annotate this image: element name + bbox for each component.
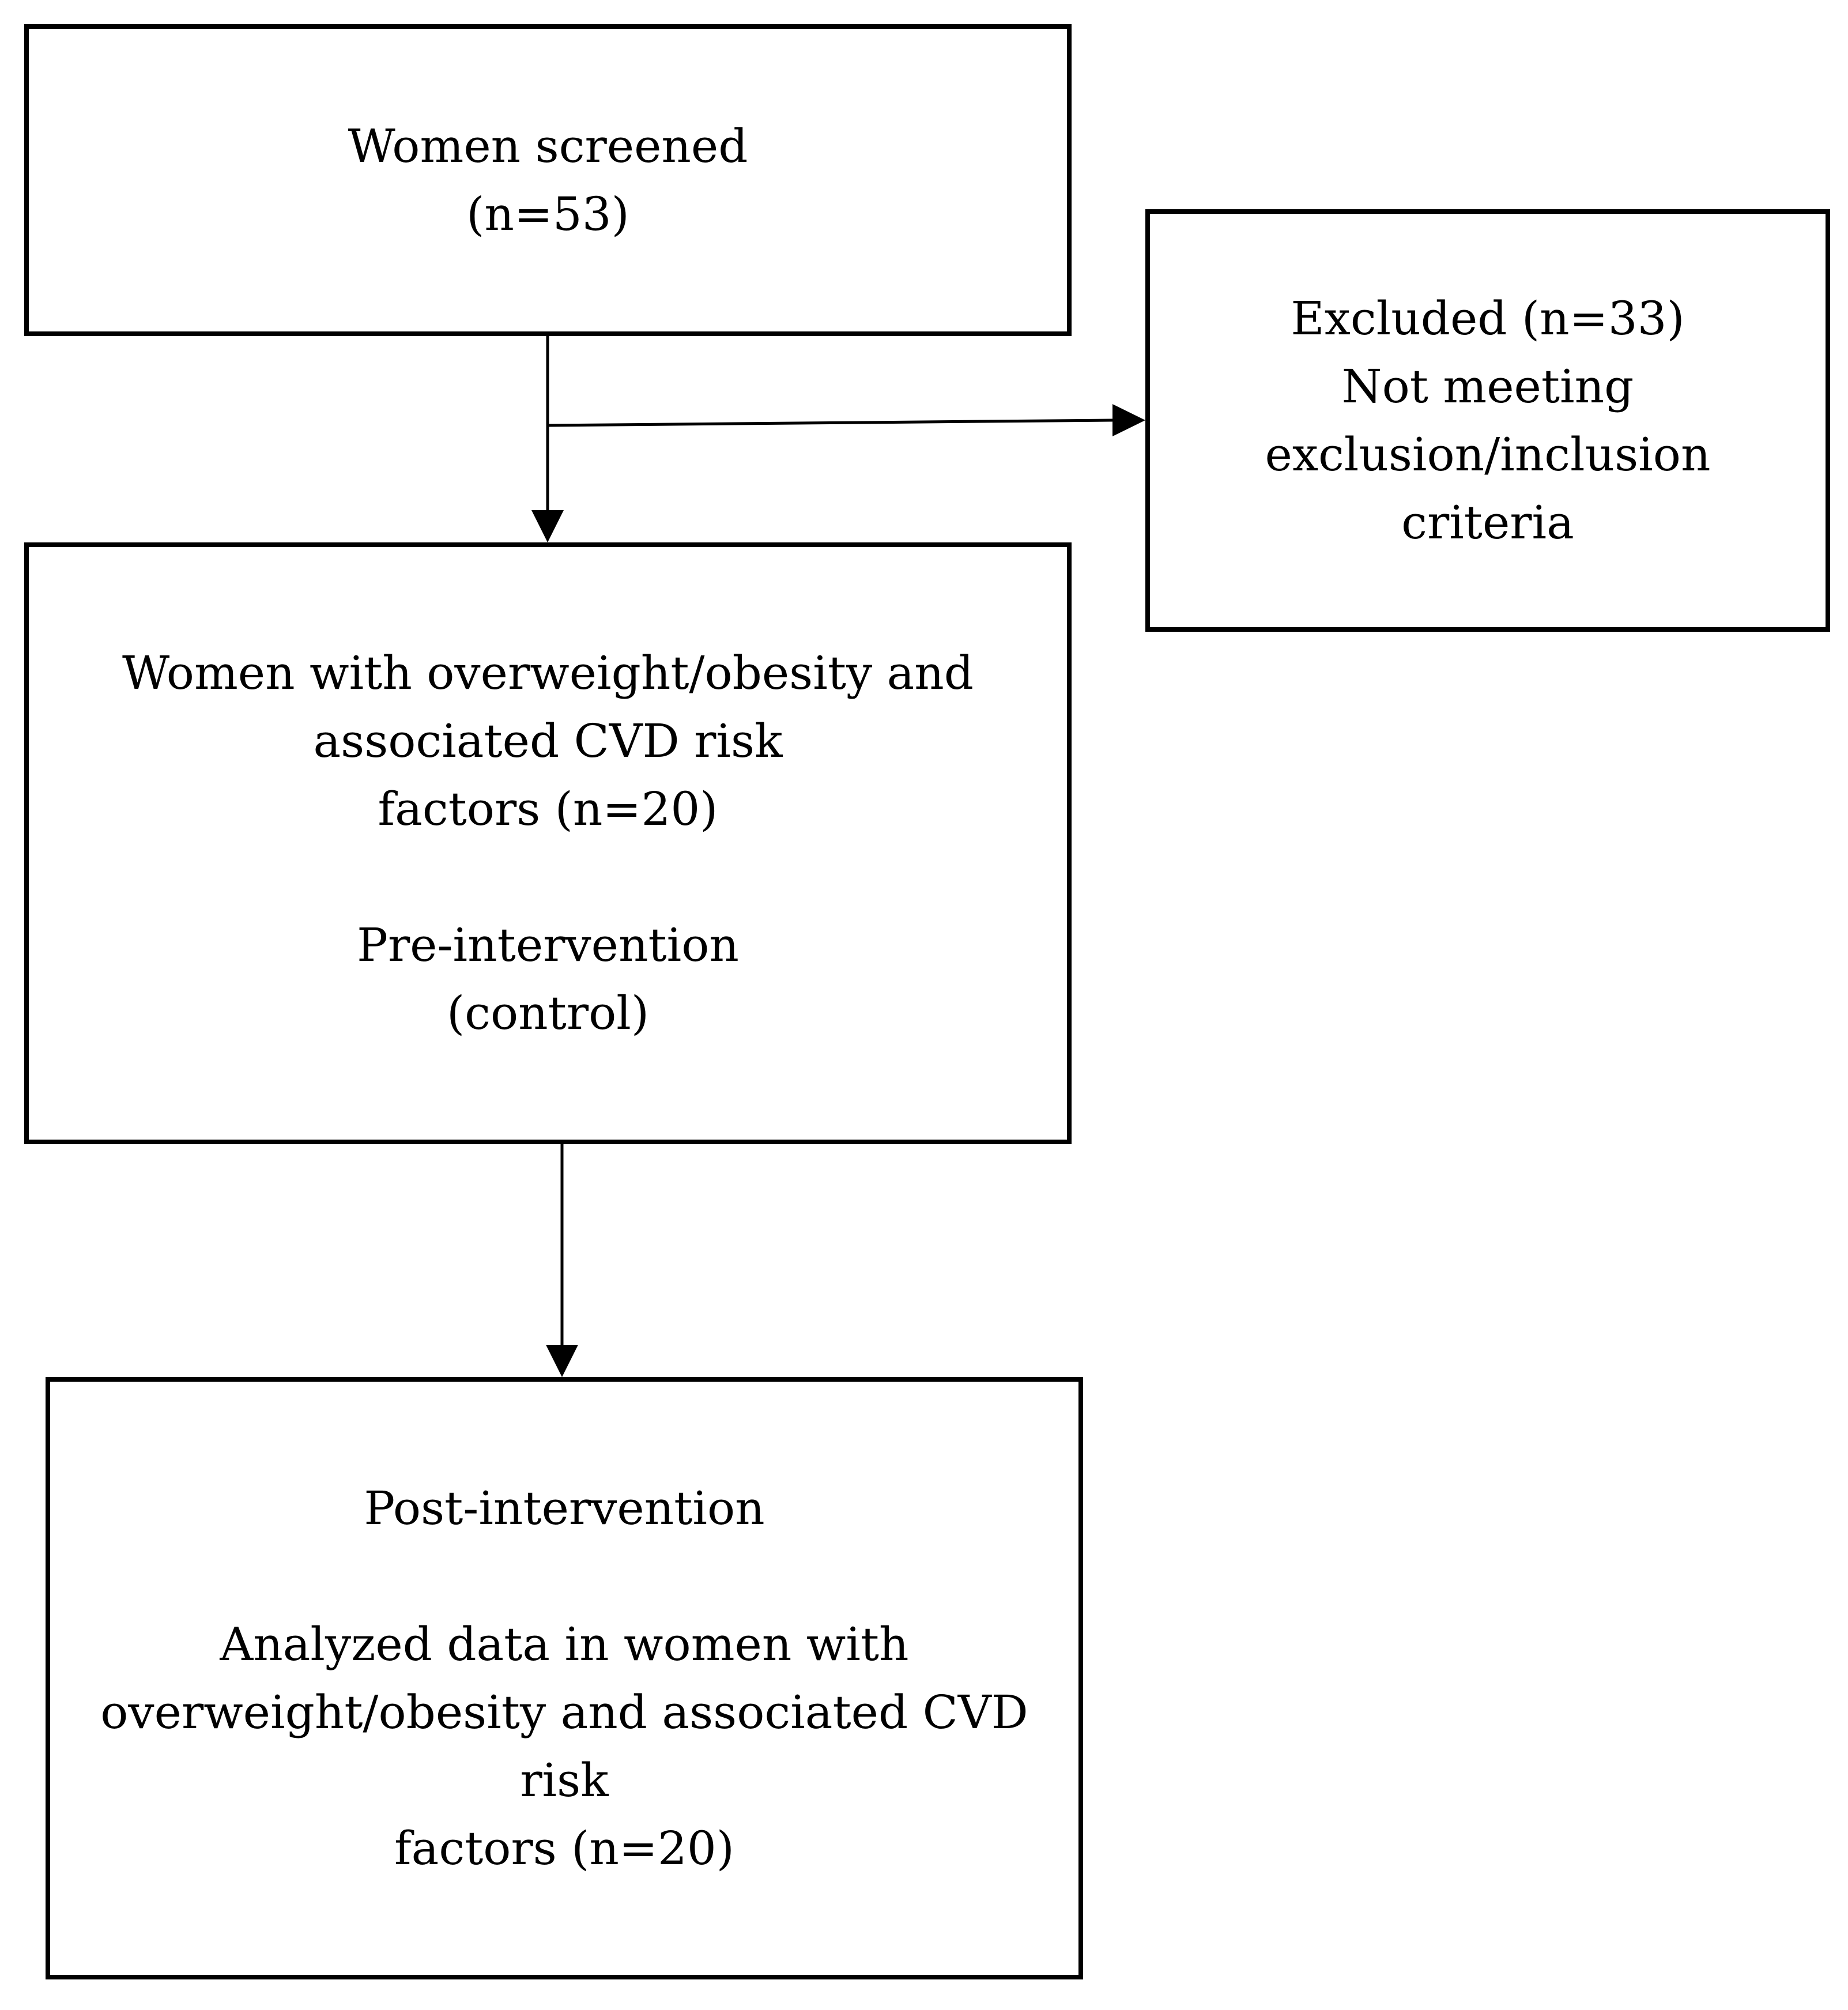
arrow-screened-to-pre-head xyxy=(531,510,564,542)
box-women-screened: Women screened (n=53) xyxy=(24,24,1072,336)
arrow-pre-to-post-head xyxy=(546,1345,578,1377)
box-excluded: Excluded (n=33) Not meeting exclusion/in… xyxy=(1145,209,1830,632)
box-text-line: Analyzed data in women with xyxy=(220,1617,909,1671)
box-text-line: Women with overweight/obesity and xyxy=(122,646,974,700)
box-text-line: risk xyxy=(520,1753,609,1807)
box-text-line: associated CVD risk xyxy=(313,714,783,768)
box-text-line: exclusion/inclusion xyxy=(1265,427,1711,481)
arrow-screened-to-excluded-head xyxy=(1112,404,1145,436)
box-text-line: (control) xyxy=(446,986,650,1040)
box-text-line: criteria xyxy=(1401,495,1574,549)
box-text-line: Pre-intervention xyxy=(357,918,739,972)
box-pre-intervention: Women with overweight/obesity and associ… xyxy=(24,542,1072,1144)
arrow-screened-to-excluded-line xyxy=(547,418,1113,427)
box-text-line: Post-intervention xyxy=(364,1481,765,1535)
box-text-line: Excluded (n=33) xyxy=(1291,291,1685,345)
box-text-line: Not meeting xyxy=(1341,359,1634,413)
box-text-line: overweight/obesity and associated CVD xyxy=(100,1685,1028,1739)
box-text-line: Women screened xyxy=(348,119,748,173)
box-text-line: factors (n=20) xyxy=(394,1821,734,1875)
box-text-line: (n=53) xyxy=(466,187,629,241)
box-text-line: factors (n=20) xyxy=(378,782,718,836)
box-post-intervention: Post-intervention Analyzed data in women… xyxy=(46,1377,1083,1979)
